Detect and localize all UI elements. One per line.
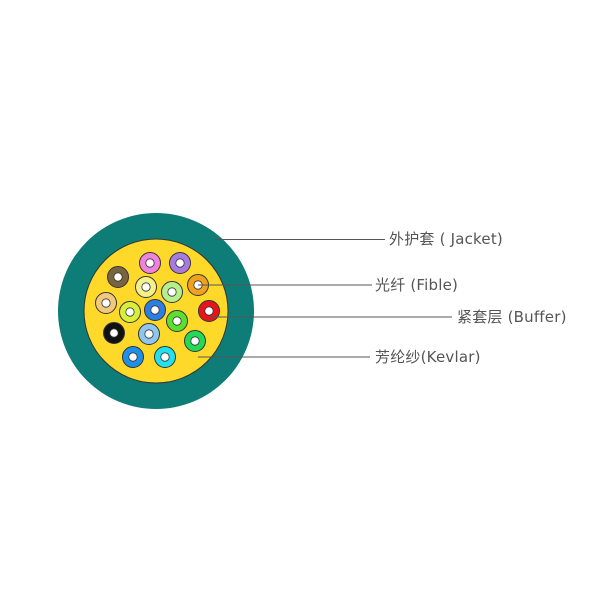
- fiber-cyan: [154, 346, 176, 368]
- fiber-green: [166, 310, 188, 332]
- label-buffer: 紧套层 (Buffer): [457, 308, 567, 326]
- fiber-light-blue: [138, 323, 160, 345]
- fiber-green-2: [184, 330, 206, 352]
- fiber-red: [198, 300, 220, 322]
- fiber-group: [95, 252, 220, 368]
- fiber-pink: [139, 252, 161, 274]
- fiber-pale-yellow: [135, 276, 157, 298]
- fiber-blue: [144, 299, 166, 321]
- fiber-blue-2: [122, 346, 144, 368]
- fiber-tan: [95, 292, 117, 314]
- label-jacket: 外护套 ( Jacket): [389, 230, 503, 248]
- label-fiber: 光纤 (Fible): [375, 276, 459, 294]
- leader-lines: [198, 239, 452, 358]
- fiber-purple: [169, 252, 191, 274]
- fiber-yellow-green: [119, 301, 141, 323]
- fiber-brown: [107, 266, 129, 288]
- fiber-black: [103, 322, 125, 344]
- label-kevlar: 芳纶纱(Kevlar): [375, 348, 481, 366]
- fiber-light-green: [161, 281, 183, 303]
